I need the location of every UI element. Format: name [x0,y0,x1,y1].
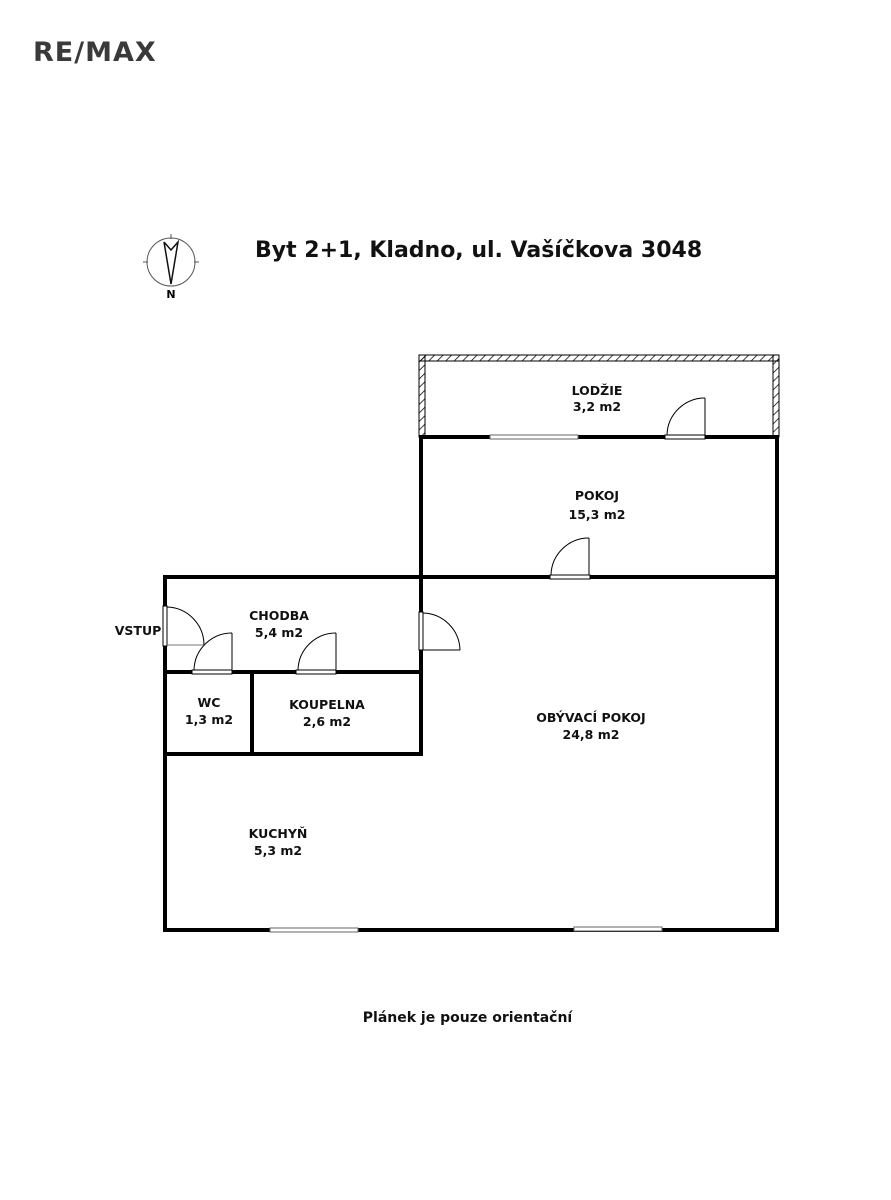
room-area-koupelna: 2,6 m2 [303,714,351,729]
room-area-kuchyn: 5,3 m2 [254,843,302,858]
room-name-lodzie: LODŽIE [572,383,623,398]
room-name-pokoj: POKOJ [575,488,619,503]
compass-icon: N [143,234,199,301]
room-name-kuchyn: KUCHYŇ [249,826,308,841]
remax-logo: RE/MAX [33,37,157,68]
door-koupelna [295,632,337,675]
room-area-chodba: 5,4 m2 [255,625,303,640]
room-name-wc: WC [198,695,221,710]
compass-north-label: N [166,288,175,301]
page-title: Byt 2+1, Kladno, ul. Vašíčkova 3048 [255,238,703,263]
doors [162,397,706,675]
room-name-chodba: CHODBA [249,608,309,623]
entrance-label: VSTUP [115,623,162,638]
door-pokoj [549,537,591,580]
door-entrance [162,605,205,647]
room-name-koupelna: KOUPELNA [289,697,365,712]
room-area-pokoj: 15,3 m2 [569,507,626,522]
disclaimer-note: Plánek je pouze orientační [362,1010,573,1026]
door-lodzie [664,397,706,440]
windows [269,434,663,933]
door-wc [191,632,233,675]
door-obyvaci [418,611,461,651]
room-area-lodzie: 3,2 m2 [573,399,621,414]
room-name-obyvaci-pokoj: OBÝVACÍ POKOJ [536,710,645,725]
room-area-obyvaci-pokoj: 24,8 m2 [563,727,620,742]
room-area-wc: 1,3 m2 [185,712,233,727]
